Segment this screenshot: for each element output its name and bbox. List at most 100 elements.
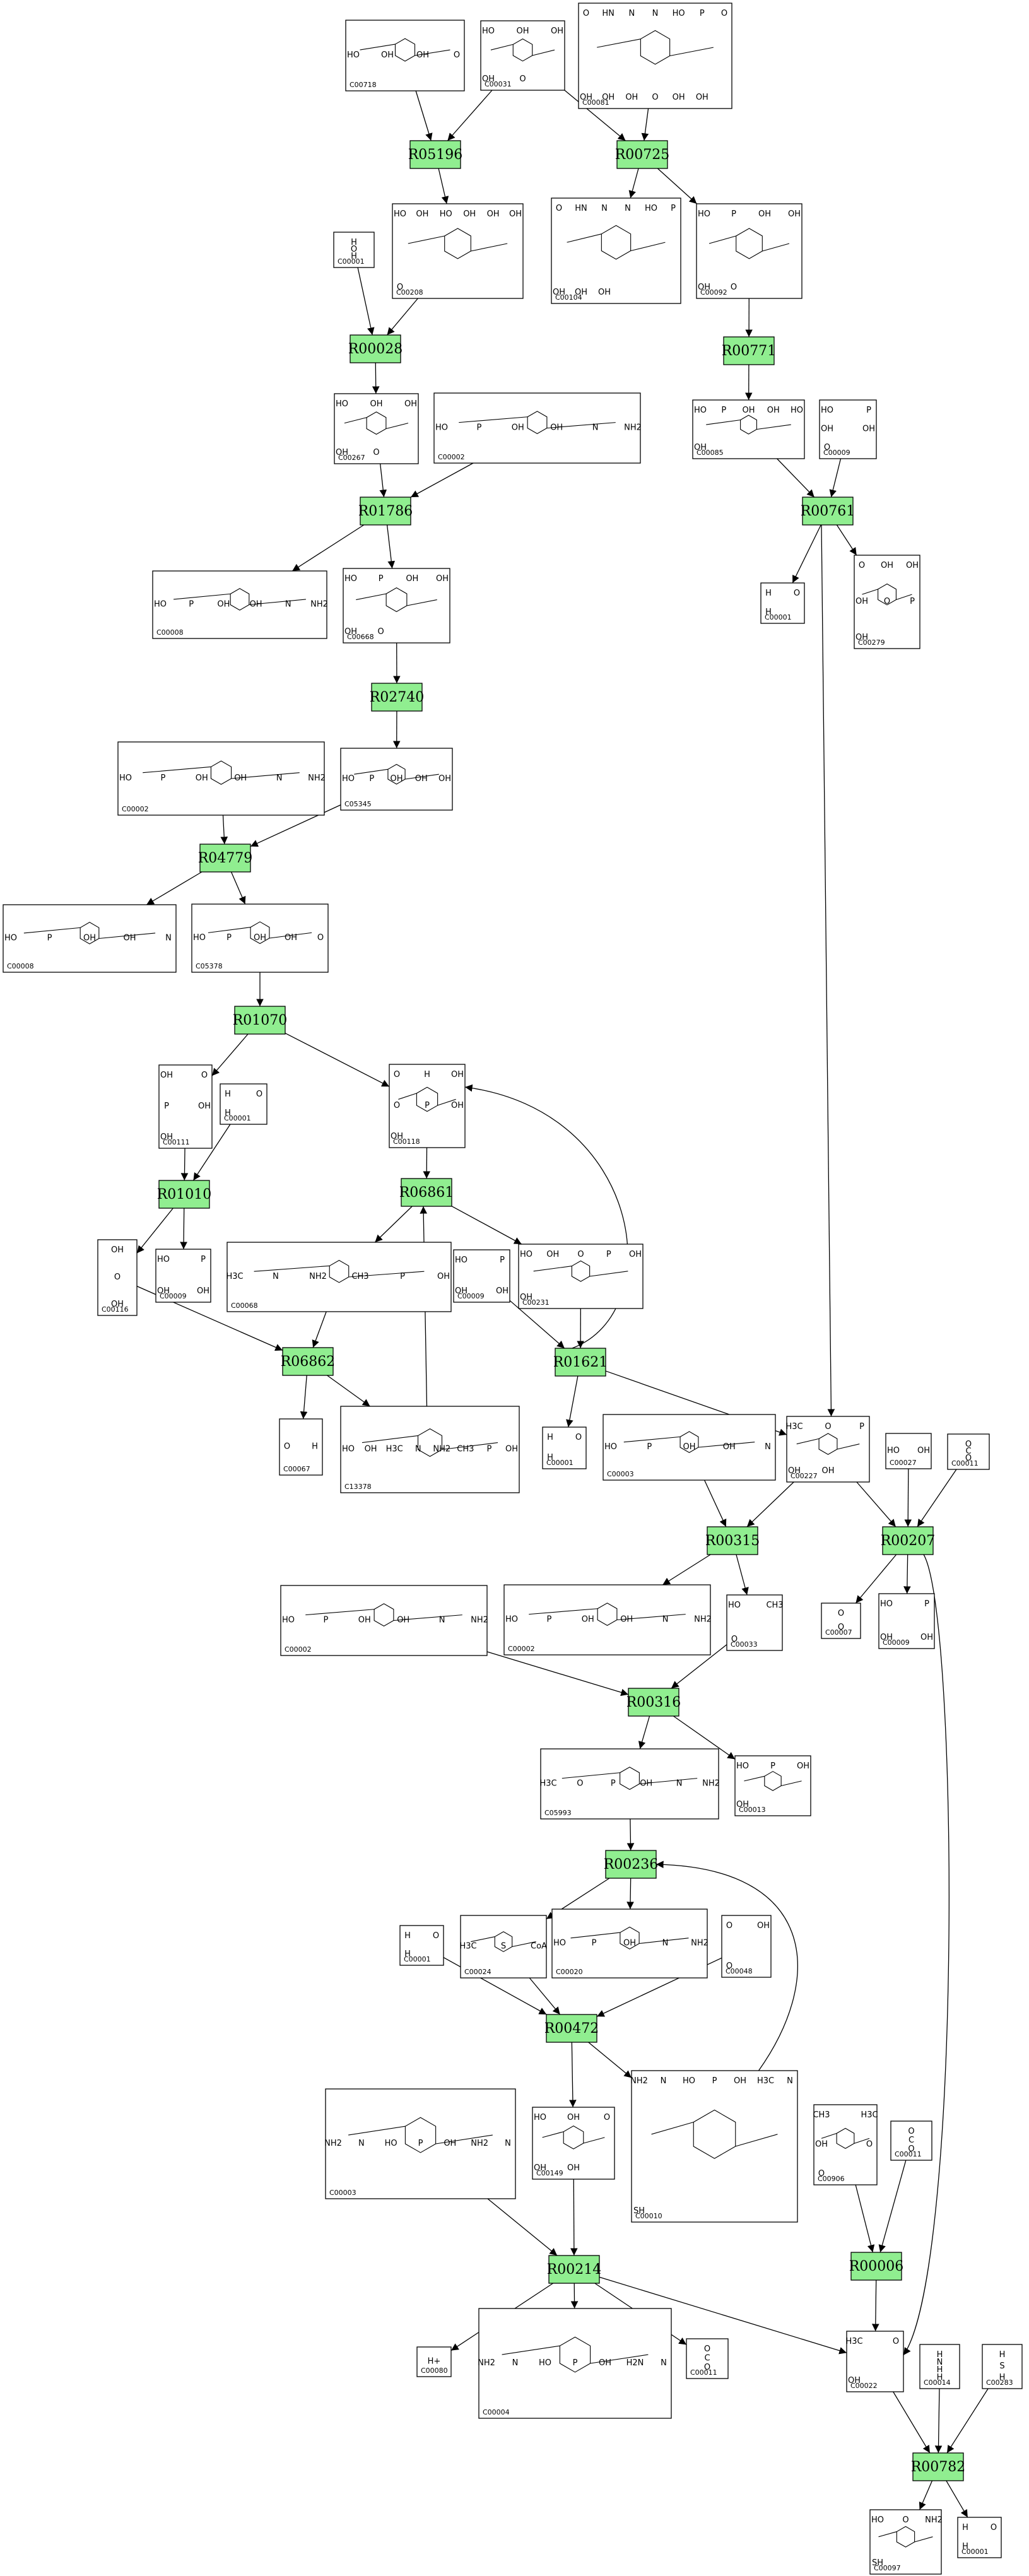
reaction-R01070[interactable]: R01070 <box>233 1006 288 1035</box>
atom-label: H <box>547 1433 553 1442</box>
reaction-R00207[interactable]: R00207 <box>881 1526 936 1555</box>
reaction-R00214[interactable]: R00214 <box>547 2255 602 2284</box>
reaction-R00472[interactable]: R00472 <box>544 2014 599 2043</box>
reaction-label: R00028 <box>348 341 403 357</box>
edge-R00472-to-C00010 <box>588 2042 632 2078</box>
atom-label: HO <box>553 1939 566 1948</box>
atom-label: OH <box>391 1132 403 1141</box>
reaction-R06861[interactable]: R06861 <box>399 1178 454 1207</box>
molecule-bond <box>471 243 508 252</box>
atom-label: OH <box>451 1070 464 1079</box>
reaction-R06862[interactable]: R06862 <box>281 1347 336 1376</box>
reaction-R00316[interactable]: R00316 <box>626 1688 681 1717</box>
compound-C00080[interactable]: H+C00080 <box>416 2346 452 2377</box>
edge-R00316-to-C00013 <box>673 1715 736 1760</box>
reaction-R00236[interactable]: R00236 <box>604 1850 659 1879</box>
reaction-R00028[interactable]: R00028 <box>348 334 403 363</box>
compound-id-label: C00149 <box>536 2169 563 2177</box>
reaction-R05196[interactable]: R05196 <box>408 140 463 169</box>
edge-C00003_a-to-R00315 <box>703 1479 727 1527</box>
reaction-R01786[interactable]: R01786 <box>358 497 413 526</box>
reaction-R00771[interactable]: R00771 <box>722 336 777 365</box>
reaction-R01621[interactable]: R01621 <box>553 1348 608 1377</box>
compound-box <box>919 2344 960 2389</box>
reaction-R00006[interactable]: R00006 <box>849 2252 904 2281</box>
compound-box <box>325 2088 516 2199</box>
reaction-R02740[interactable]: R02740 <box>370 683 425 712</box>
edge-R01070-to-C00111 <box>211 1033 249 1076</box>
atom-label: OH <box>698 283 710 292</box>
atom-label: O <box>825 1422 831 1432</box>
atom-label: HO <box>871 2515 884 2525</box>
reaction-R00725[interactable]: R00725 <box>615 140 670 169</box>
atom-label: OH <box>487 209 500 219</box>
reaction-box <box>605 1850 657 1879</box>
molecule-bond <box>512 1941 536 1948</box>
reaction-R00315[interactable]: R00315 <box>705 1526 760 1555</box>
reaction-R04779[interactable]: R04779 <box>198 844 253 873</box>
reaction-R00761[interactable]: R00761 <box>801 497 856 526</box>
reaction-R01010[interactable]: R01010 <box>157 1180 212 1209</box>
atom-label: H2N <box>626 2358 644 2368</box>
atom-label: O <box>866 2140 873 2150</box>
reaction-R00782[interactable]: R00782 <box>911 2452 966 2481</box>
